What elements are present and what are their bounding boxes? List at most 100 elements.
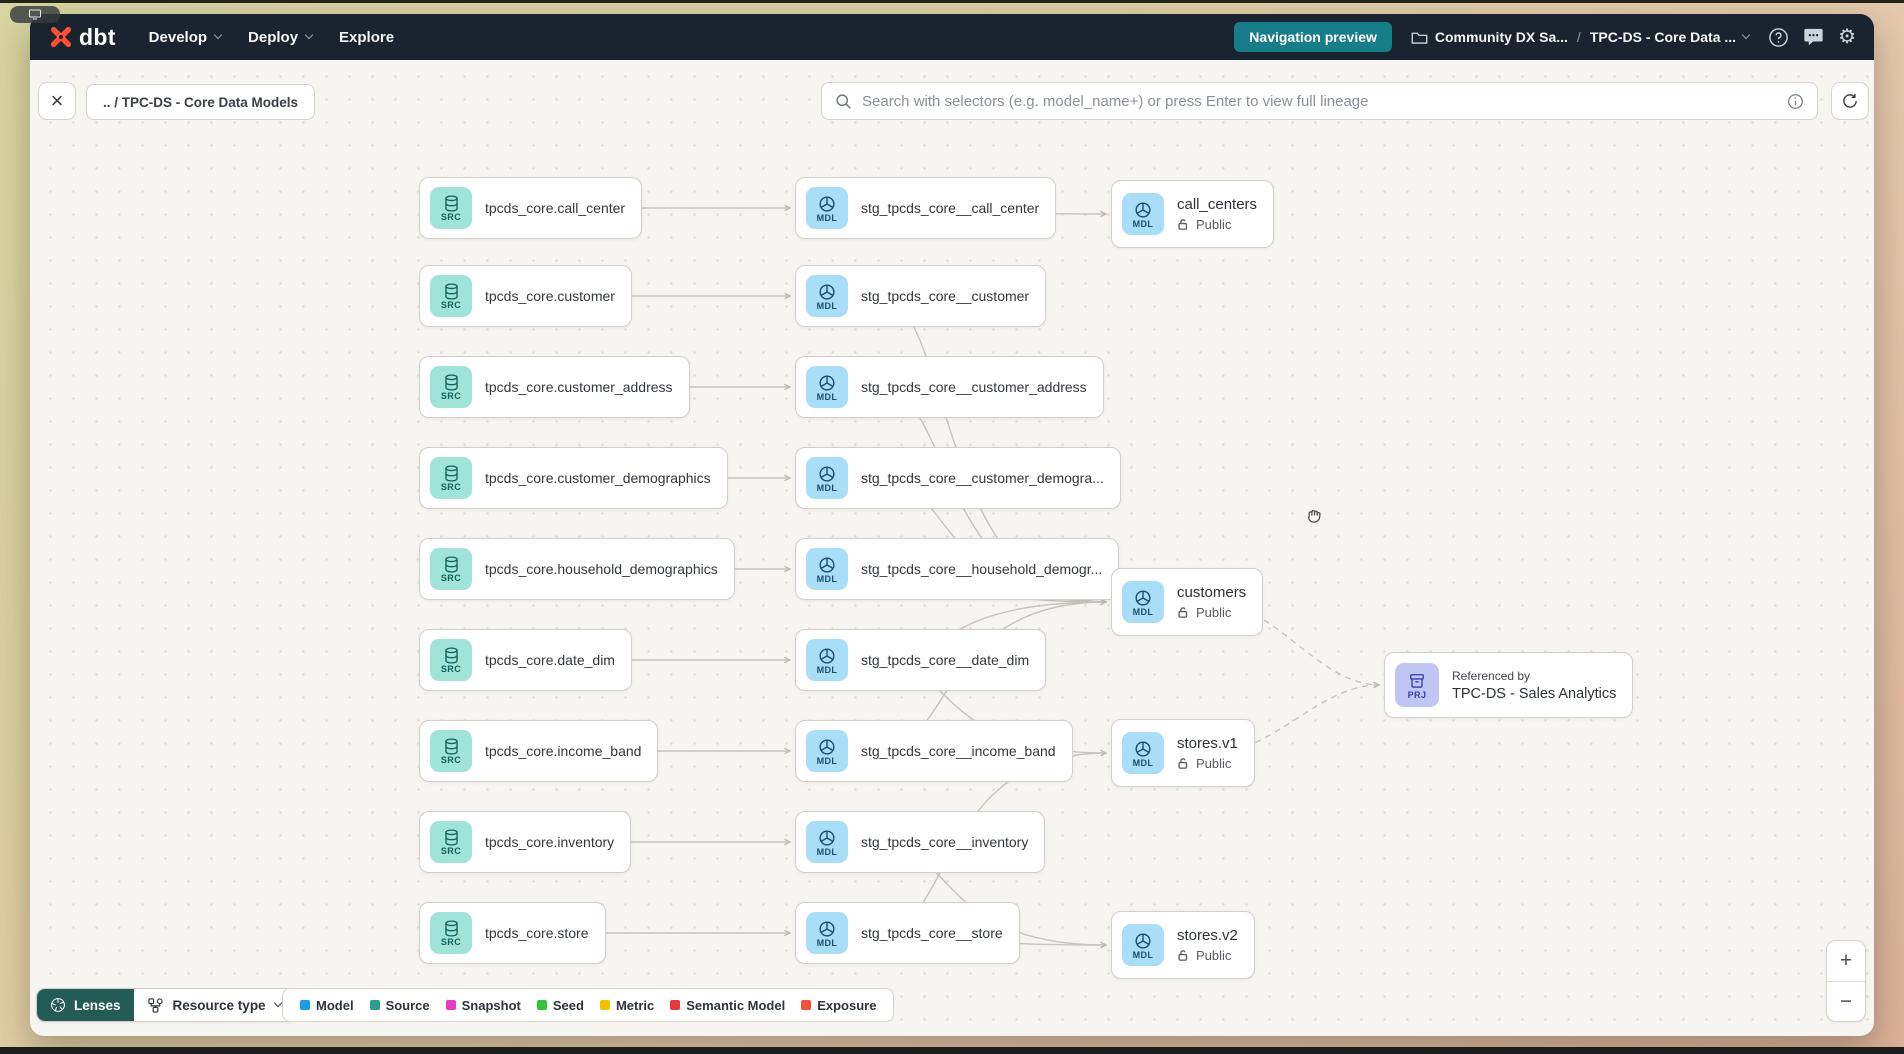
model-badge: MDL [816,937,838,948]
zoom-out-button[interactable]: − [1827,981,1865,1021]
access-badge: Public [1177,217,1257,232]
resource-type-label: Resource type [172,997,266,1013]
resource-type-icon [147,997,163,1013]
help-icon[interactable] [1768,27,1789,48]
model-badge: MDL [816,846,838,857]
lenses-button-label: Lenses [74,997,121,1013]
close-lineage-button[interactable]: × [38,82,76,120]
legend-swatch [670,1000,681,1010]
breadcrumb-page-label: TPC-DS - Core Data ... [1589,29,1737,45]
model-badge: MDL [816,300,838,311]
legend-item: Seed [536,998,584,1013]
staging-model-label: stg_tpcds_core__store [861,925,1003,941]
chevron-down-icon [213,30,223,40]
source-node-label: tpcds_core.inventory [485,834,615,850]
nav-menu-develop[interactable]: Develop [148,28,223,46]
source-node-label: tpcds_core.customer_address [485,379,673,395]
source-icon-tile: SRC [430,187,472,229]
database-icon [444,195,458,212]
legend-label: Snapshot [461,997,521,1013]
source-badge: SRC [440,846,462,856]
staging-model-label: stg_tpcds_core__income_band [861,743,1056,759]
source-icon-tile: SRC [430,912,472,954]
model-badge: MDL [816,573,838,584]
source-node[interactable]: SRC tpcds_core.inventory [419,811,632,873]
source-icon-tile: SRC [430,821,472,863]
model-badge: MDL [816,212,838,223]
staging-model-label: stg_tpcds_core__customer_demogra... [861,470,1104,486]
dbt-logo[interactable]: dbt [46,22,116,52]
model-icon-tile: MDL [1122,732,1164,774]
settings-gear-icon[interactable]: ⚙ [1838,26,1856,48]
source-node-label: tpcds_core.income_band [485,743,642,759]
nav-menu-explore[interactable]: Explore [339,29,394,46]
nav-menu-deploy[interactable]: Deploy [248,28,314,46]
public-lock-icon [1178,219,1188,230]
refresh-icon [1843,94,1857,108]
model-cube-icon [1135,740,1151,757]
chevron-down-icon [1741,30,1751,40]
nav-menu-develop-label: Develop [148,28,208,46]
breadcrumb-project[interactable]: Community DX Sa... [1411,29,1568,45]
source-node-label: tpcds_core.customer [485,288,615,304]
staging-model-label: stg_tpcds_core__customer_address [861,379,1087,395]
lenses-control-group: Lenses Resource type [36,988,295,1022]
resource-type-button[interactable]: Resource type [133,989,294,1021]
legend-item: Semantic Model [670,998,785,1013]
zoom-controls: + − [1826,940,1866,1022]
model-cube-icon [819,374,835,391]
source-icon-tile: SRC [430,730,472,772]
legend-item: Metric [599,998,654,1013]
model-badge: MDL [1132,606,1154,617]
model-cube-icon [819,738,835,755]
source-badge: SRC [440,664,462,674]
model-cube-icon [819,920,835,937]
folder-icon [1411,32,1428,44]
feedback-icon[interactable] [1803,27,1824,47]
staging-model-node[interactable]: MDL stg_tpcds_core__store [795,902,1020,964]
nav-menu-deploy-label: Deploy [248,28,299,46]
model-icon-tile: MDL [806,639,848,681]
source-node[interactable]: SRC tpcds_core.income_band [419,720,659,782]
project-caption: Referenced by [1452,668,1531,683]
database-icon [444,829,458,846]
info-icon[interactable] [1787,93,1804,110]
zoom-in-button[interactable]: + [1839,949,1853,972]
chevron-down-icon [304,30,314,40]
legend-swatch [599,1000,610,1010]
legend-item: Source [369,998,430,1013]
breadcrumb-page[interactable]: TPC-DS - Core Data ... [1589,29,1751,45]
model-badge: MDL [1132,218,1154,229]
source-badge: SRC [440,937,462,947]
display-icon [28,9,42,20]
search-input[interactable] [862,92,1777,110]
refresh-lineage-button[interactable] [1831,82,1869,120]
lenses-button[interactable]: Lenses [37,989,134,1021]
source-badge: SRC [440,212,462,222]
navigation-preview-button[interactable]: Navigation preview [1234,22,1392,52]
legend-swatch [536,1000,547,1010]
lineage-breadcrumb[interactable]: .. / TPC-DS - Core Data Models [86,84,316,120]
